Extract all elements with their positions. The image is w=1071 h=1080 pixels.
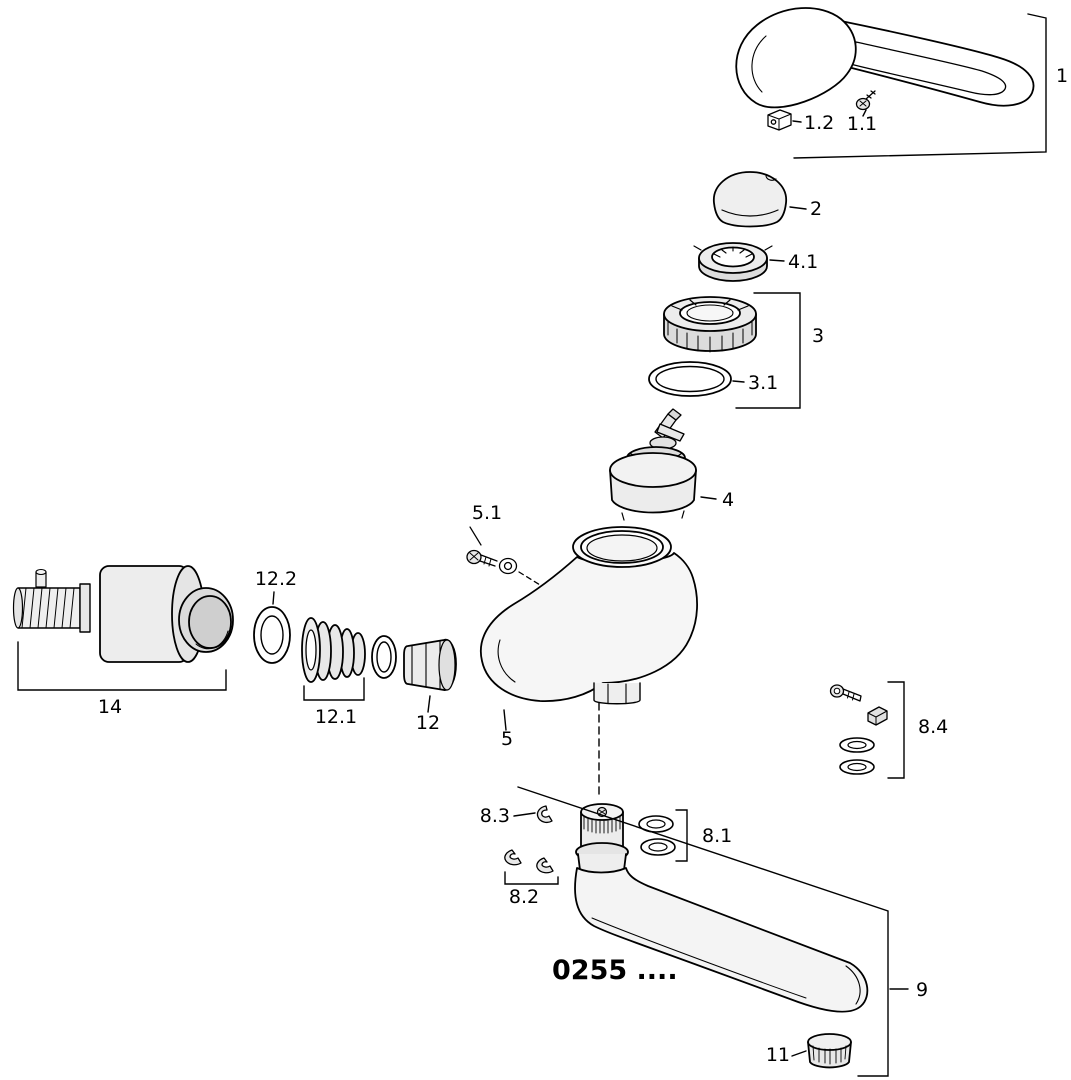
part-1-2-insert [767, 109, 792, 131]
part-2-cap [713, 171, 787, 228]
label-1: 1 [1056, 65, 1068, 87]
bracket-1 [793, 13, 1047, 159]
label-8-3: 8.3 [480, 805, 510, 827]
label-3: 3 [812, 325, 824, 347]
label-11: 11 [766, 1044, 790, 1066]
part-8-3-clip [536, 805, 553, 824]
leader-4-1 [769, 259, 785, 262]
leader-2 [789, 206, 807, 210]
part-1-lever-handle [735, 7, 1035, 109]
part-3-ring-nut [663, 296, 757, 353]
part-12-2-washer [253, 606, 291, 664]
leader-1-2 [792, 120, 802, 123]
leader-5 [503, 709, 507, 731]
leader-4 [700, 496, 717, 500]
bracket-14 [17, 641, 227, 691]
part-3-1-o-ring [648, 361, 732, 397]
part-12-nut [403, 638, 457, 691]
bracket-3 [735, 292, 801, 409]
leader-11 [791, 1050, 807, 1057]
label-8-2: 8.2 [509, 886, 539, 908]
label-14: 14 [98, 696, 122, 718]
part-8-4-fixing-set [829, 684, 888, 775]
leader-lines [17, 13, 1047, 1077]
label-12: 12 [416, 712, 440, 734]
part-9-spout [574, 867, 869, 1013]
label-12-2: 12.2 [255, 568, 297, 590]
part-4-cartridge [609, 408, 697, 521]
label-3-1: 3.1 [748, 372, 778, 394]
part-1-1-screw [855, 90, 876, 111]
label-2: 2 [810, 198, 822, 220]
bracket-8-4 [887, 681, 905, 779]
label-4: 4 [722, 489, 734, 511]
part-4-1-ring [693, 242, 773, 282]
part-12-1-hose-connector [301, 617, 366, 683]
bracket-9 [517, 786, 909, 1077]
part-8-2-clips [504, 849, 554, 874]
leader-1-1 [862, 109, 867, 117]
part-5-body [480, 526, 698, 705]
label-1-2: 1.2 [804, 112, 834, 134]
label-8-4: 8.4 [918, 716, 948, 738]
label-12-1: 12.1 [315, 706, 357, 728]
label-9: 9 [916, 979, 928, 1001]
part-5-1-screw-set [466, 526, 546, 589]
leader-3-1 [732, 380, 745, 383]
part-o-ring-small [371, 635, 397, 679]
leader-8-3 [513, 812, 536, 817]
label-5-1: 5.1 [472, 502, 502, 524]
label-8-1: 8.1 [702, 825, 732, 847]
label-5: 5 [501, 728, 513, 750]
bracket-12-1 [303, 677, 365, 701]
leader-12-2 [272, 591, 275, 605]
part-14-connector-body [99, 565, 234, 663]
label-4-1: 4.1 [788, 251, 818, 273]
product-code: 0255 .... [552, 955, 678, 986]
part-11-aerator [807, 1033, 852, 1069]
label-1-1: 1.1 [847, 113, 877, 135]
labels: 1 1.1 1.2 2 4.1 3 3.1 4 5.1 5 14 12.2 12… [98, 65, 1068, 1066]
part-14-threaded-nipple [12, 568, 91, 633]
part-8-1-washers [638, 815, 676, 856]
leader-12 [427, 695, 431, 713]
bracket-8-2 [504, 871, 559, 885]
bracket-8-1 [675, 809, 688, 862]
